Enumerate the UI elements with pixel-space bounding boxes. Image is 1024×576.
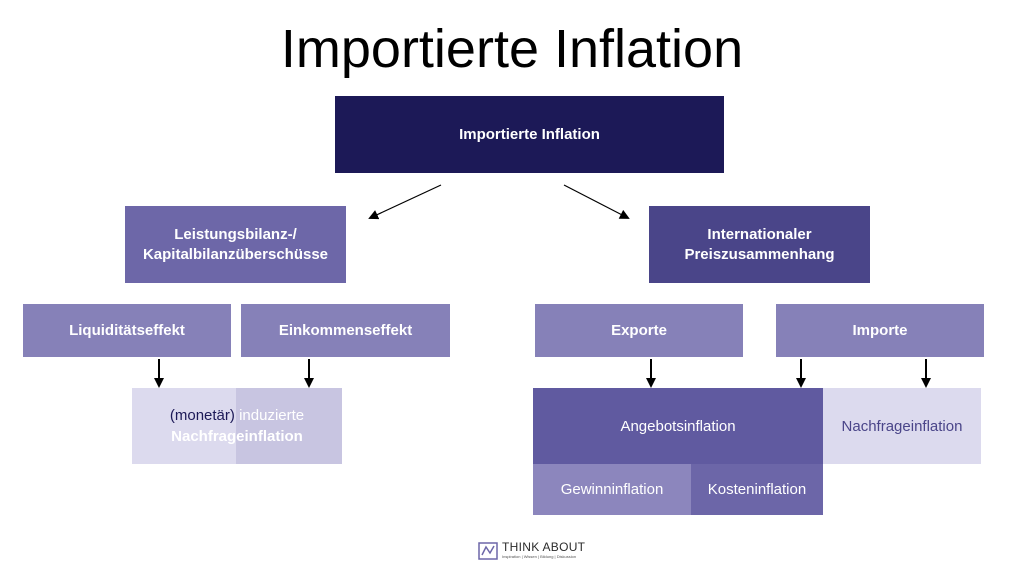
induced-monetaer: (monetär) xyxy=(169,407,235,424)
arrow-root-right xyxy=(563,184,630,219)
think-about-logo-icon xyxy=(478,541,498,560)
node-induzierte-nachfrageinflation: (monetär) induzierte Nachfrageinflation xyxy=(132,388,342,464)
node-preiszusammenhang: Internationaler Preiszusammenhang xyxy=(649,206,870,283)
induced-nachfrageinflation: Nachfrageinflation xyxy=(171,428,303,445)
induced-bg-left xyxy=(132,388,236,464)
node-liquiditaetseffekt: Liquiditätseffekt xyxy=(23,304,231,357)
logo-name: THINK ABOUT xyxy=(502,540,586,554)
node-einkommenseffekt: Einkommenseffekt xyxy=(241,304,450,357)
node-kosteninflation: Kosteninflation xyxy=(691,464,823,515)
induced-induzierte: induzierte xyxy=(239,407,305,424)
logo-tagline: Inspiration | Wissen | Bildung | Diskuss… xyxy=(502,554,577,559)
node-preiszusammenhang-line1: Internationaler xyxy=(707,225,812,243)
node-preiszusammenhang-line2: Preiszusammenhang xyxy=(684,245,835,263)
node-nachfrageinflation: Nachfrageinflation xyxy=(823,388,981,464)
node-importe: Importe xyxy=(776,304,984,357)
think-about-logo: THINK ABOUT Inspiration | Wissen | Bildu… xyxy=(478,541,585,560)
page-title: Importierte Inflation xyxy=(280,19,744,79)
node-gewinninflation: Gewinninflation xyxy=(533,464,691,515)
induced-bg-right xyxy=(236,388,342,464)
node-exporte: Exporte xyxy=(535,304,743,357)
node-leistungsbilanz-line2: Kapitalbilanzüberschüsse xyxy=(142,245,329,263)
node-angebotsinflation: Angebotsinflation xyxy=(533,388,823,464)
node-leistungsbilanz: Leistungsbilanz-/ Kapitalbilanzüberschüs… xyxy=(125,206,346,283)
arrow-root-left xyxy=(368,184,442,220)
node-leistungsbilanz-line1: Leistungsbilanz-/ xyxy=(174,225,297,243)
node-root: Importierte Inflation xyxy=(335,96,724,173)
